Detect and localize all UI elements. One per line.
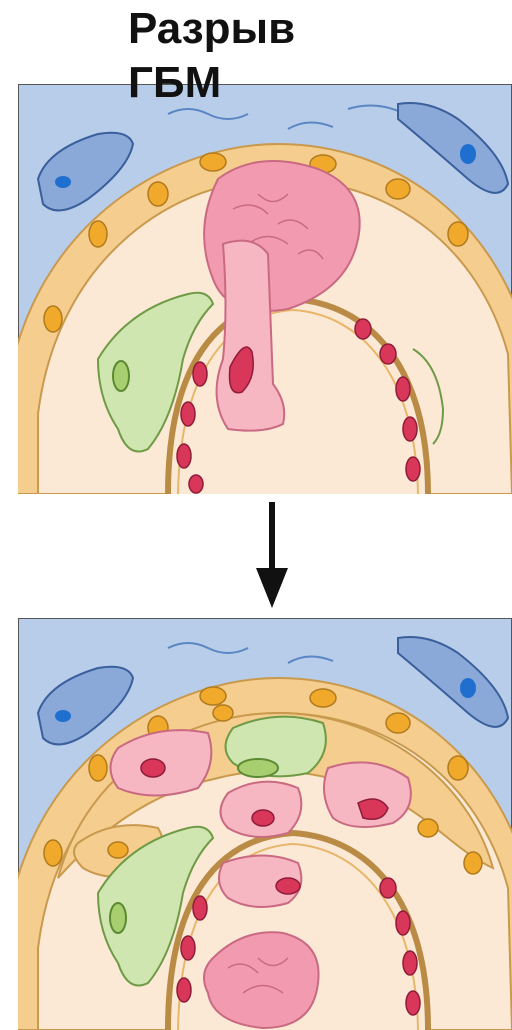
podocyte-nucleus [110, 903, 126, 933]
podocyte-nucleus [113, 361, 129, 391]
diagram-title: Разрыв ГБМ [128, 2, 295, 110]
glomerulus-after-illustration [18, 618, 512, 1030]
fibroblast-nucleus [460, 678, 476, 698]
down-arrow-icon [250, 500, 294, 612]
epithelial-nucleus [448, 222, 468, 246]
epithelial-nucleus [200, 153, 226, 171]
epithelial-nucleus [386, 179, 410, 199]
fibroblast-nucleus [55, 710, 71, 722]
glomerulus-before-illustration [18, 84, 512, 494]
podocyte-nucleus [238, 759, 278, 777]
macrophage-nucleus [252, 810, 274, 826]
fibroblast-nucleus [55, 176, 71, 188]
epithelial-nucleus [89, 221, 107, 247]
crescent-cell-nucleus [358, 799, 388, 819]
crescent-cell-nucleus [108, 842, 128, 858]
title-line-1: Разрыв [128, 4, 295, 53]
panel-after [18, 618, 512, 1030]
epithelial-nucleus [44, 306, 62, 332]
title-line-2: ГБМ [128, 58, 221, 107]
panel-before [18, 84, 512, 494]
crescent-cell-nucleus [141, 759, 165, 777]
fibroblast-nucleus [460, 144, 476, 164]
macrophage-cell [221, 782, 302, 837]
epithelial-nucleus [148, 182, 168, 206]
macrophage-nucleus [276, 878, 300, 894]
